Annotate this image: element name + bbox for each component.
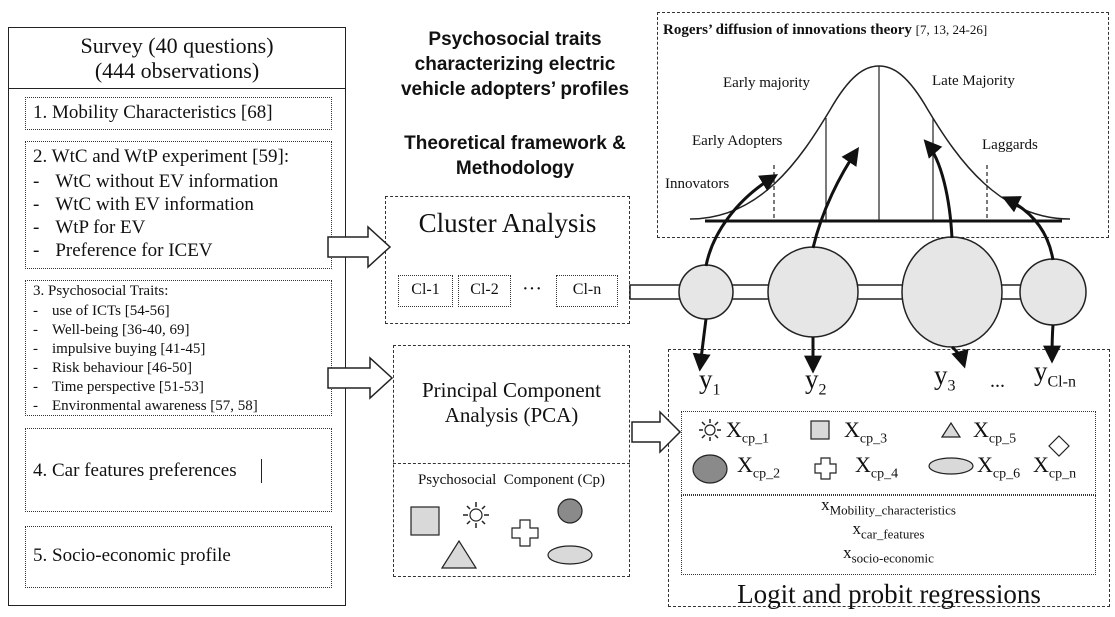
survey-section-1-label: 1. Mobility Characteristics [68] [33,102,273,123]
cluster-item [398,275,453,307]
x-label-cp6: Xcp_6 [977,452,1021,482]
rogers-label-late-majority: Late Majority [932,73,1015,89]
rogers-label-laggards: Laggards [982,137,1038,153]
survey-section-3-item: -Risk behaviour [46-50] [33,360,192,376]
survey-section-3-item: -Time perspective [51-53] [33,379,204,395]
text-cursor [261,459,262,483]
cluster-item [556,275,618,307]
y-label-3: y3 [934,360,956,395]
cluster-connector-bar [629,284,1081,300]
covariate-mobility: xMobility_characteristics [821,495,956,518]
x-label-cp4: Xcp_4 [855,452,899,482]
x-label-cp5: Xcp_5 [973,417,1017,447]
survey-section-2-item: -WtC with EV information [33,194,254,215]
regression-title: Logit and probit regressions [737,579,1041,609]
survey-title-line1: Survey (40 questions) [80,33,274,58]
diagram-subtitle-line1: Theoretical framework & [404,133,626,154]
cluster-item-label: Cl-2 [470,281,499,298]
rogers-title-text: Rogers’ diffusion of innovations theory [663,22,912,38]
x-label-cpn: Xcp_n [1033,452,1077,482]
y-label-1: y1 [699,364,721,399]
cluster-analysis-title: Cluster Analysis [418,208,597,238]
rogers-label-early-adopters: Early Adopters [692,133,783,149]
rogers-label-innovators: Innovators [665,176,730,192]
diagram-subtitle-line2: Methodology [455,158,575,179]
rogers-refs: [7, 13, 24-26] [915,22,988,37]
survey-section-4-label: 4. Car features preferences [33,460,237,481]
survey-section-1 [25,97,332,130]
covariate-socio-economic: xsocio-economic [843,543,934,566]
survey-section-3-item: -Environmental awareness [57, 58] [33,398,258,414]
x-label-cp3: Xcp_3 [844,417,888,447]
survey-section-3-item: -impulsive buying [41-45] [33,341,206,357]
diagram-title-line3: vehicle adopters’ profiles [400,79,630,100]
cluster-item-label: Cl-1 [411,281,440,298]
pca-title-line2: Analysis (PCA) [444,403,579,427]
x-label-cp2: Xcp_2 [737,452,781,482]
survey-section-2-title: 2. WtC and WtP experiment [59]: [33,146,290,167]
survey-section-4 [25,428,332,512]
survey-section-5-label: 5. Socio-economic profile [33,545,231,566]
pca-box [393,345,630,577]
cluster-circle-1 [678,264,734,320]
cluster-ellipsis: ··· [522,278,542,300]
cluster-item [458,275,511,307]
survey-section-2-item: -WtP for EV [33,217,146,238]
cluster-circle-2 [767,246,859,338]
rogers-title: Rogers’ diffusion of innovations theory … [663,22,987,39]
regression-covariates-box [681,495,1096,575]
survey-section-5 [25,526,332,588]
pca-title-line1: Principal Component [421,378,602,402]
survey-section-3-title: 3. Psychosocial Traits: [33,283,169,299]
x-label-cp1: Xcp_1 [726,417,770,447]
y-ellipsis: ... [990,370,1005,392]
survey-section-3 [25,280,332,416]
survey-section-3-item: -Well-being [36-40, 69] [33,322,190,338]
rogers-box [657,12,1109,238]
survey-title-line2: (444 observations) [94,58,260,83]
pca-divider [393,463,630,464]
regression-box [668,349,1110,607]
cluster-item-label: Cl-n [572,281,602,298]
survey-section-2-item: -WtC without EV information [33,171,279,192]
regression-predictors-box [681,411,1096,495]
survey-header [8,27,346,89]
y-label-n: yCl-n [1034,356,1076,391]
covariate-car-features: xcar_features [852,519,925,542]
y-label-2: y2 [805,364,827,399]
cluster-circle-3 [901,236,1003,348]
survey-section-2 [25,141,332,269]
cluster-circle-n [1019,258,1087,326]
survey-section-2-item: -Preference for ICEV [33,240,213,261]
rogers-label-early-majority: Early majority [723,75,811,91]
pca-legend-label: Psychosocial Component (Cp) [417,472,606,488]
diagram-title-line1: Psychosocial traits [428,29,602,50]
survey-section-3-item: -use of ICTs [54-56] [33,303,170,319]
diagram-title-line2: characterizing electric [414,54,616,75]
